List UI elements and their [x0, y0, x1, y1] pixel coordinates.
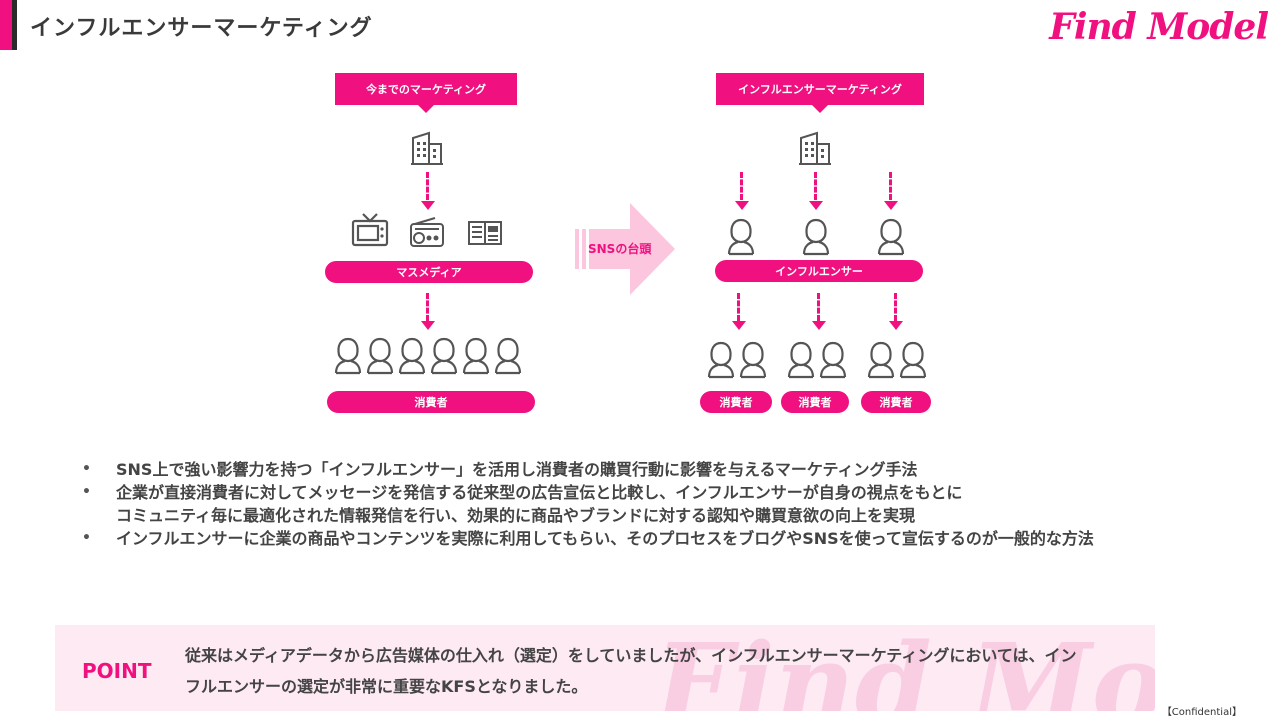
dashed-arrow [817, 293, 820, 321]
person-icon [366, 337, 394, 375]
arrow-tip [732, 321, 746, 330]
bullet-item: SNS上で強い影響力を持つ「インフルエンサー」を活用し消費者の購買行動に影響を与… [80, 458, 1094, 481]
right-consumer-label: 消費者 [879, 396, 913, 409]
title-accent-bar [0, 0, 17, 50]
person-icon [819, 341, 847, 379]
right-heading-box: インフルエンサーマーケティング [716, 73, 924, 113]
point-label: POINT [82, 659, 152, 683]
dashed-arrow [426, 172, 429, 200]
left-consumer-bar: 消費者 [327, 391, 535, 413]
newspaper-icon [468, 221, 502, 245]
arrow-tip [889, 321, 903, 330]
influencer-bar: インフルエンサー [715, 260, 923, 282]
person-icon [867, 341, 895, 379]
bullet-item: 企業が直接消費者に対してメッセージを発信する従来型の広告宣伝と比較し、インフルエ… [80, 481, 1094, 504]
point-text-line: 従来はメディアデータから広告媒体の仕入れ（選定）をしていましたが、インフルエンサ… [185, 646, 1077, 665]
radio-icon [410, 217, 444, 247]
mass-media-bar: マスメディア [325, 261, 533, 283]
arrow-tip [884, 201, 898, 210]
person-icon [707, 341, 735, 379]
person-icon [899, 341, 927, 379]
confidential-label: 【Confidential】 [1161, 707, 1242, 718]
tv-icon [351, 213, 389, 247]
right-consumer-bar: 消費者 [781, 391, 849, 413]
building-icon [799, 131, 831, 165]
mass-media-label: マスメディア [396, 266, 462, 279]
dashed-arrow [889, 172, 892, 200]
dashed-arrow [737, 293, 740, 321]
person-icon [462, 337, 490, 375]
arrow-tip [812, 321, 826, 330]
person-icon [727, 218, 755, 256]
left-consumer-label: 消費者 [414, 396, 448, 409]
dashed-arrow [740, 172, 743, 200]
dashed-arrow [426, 293, 429, 321]
dashed-arrow [814, 172, 817, 200]
point-text-line: フルエンサーの選定が非常に重要なKFSとなりました。 [185, 677, 588, 696]
person-icon [430, 337, 458, 375]
transition-label: SNSの台頭 [588, 242, 652, 256]
point-text: 従来はメディアデータから広告媒体の仕入れ（選定）をしていましたが、インフルエンサ… [185, 640, 1145, 702]
right-consumer-bar: 消費者 [861, 391, 931, 413]
person-icon [398, 337, 426, 375]
person-icon [802, 218, 830, 256]
find-model-logo: Find Model [1049, 6, 1269, 48]
arrow-tip [809, 201, 823, 210]
arrow-tip [735, 201, 749, 210]
point-callout: Find Model POINT 従来はメディアデータから広告媒体の仕入れ（選定… [55, 625, 1155, 711]
person-icon [739, 341, 767, 379]
transition-arrow-icon [575, 203, 675, 295]
bullet-list: SNS上で強い影響力を持つ「インフルエンサー」を活用し消費者の購買行動に影響を与… [80, 458, 1094, 550]
arrow-tip [421, 201, 435, 210]
left-heading-label: 今までのマーケティング [365, 83, 487, 96]
building-icon [411, 131, 443, 165]
person-icon [787, 341, 815, 379]
right-consumer-label: 消費者 [798, 396, 832, 409]
page-title: インフルエンサーマーケティング [30, 16, 373, 41]
right-consumer-bar: 消費者 [700, 391, 772, 413]
person-icon [494, 337, 522, 375]
dashed-arrow [894, 293, 897, 321]
bullet-item: インフルエンサーに企業の商品やコンテンツを実際に利用してもらい、そのプロセスをブ… [80, 527, 1094, 550]
person-icon [877, 218, 905, 256]
influencer-label: インフルエンサー [775, 265, 863, 278]
logo-watermark: Find Model [655, 625, 1155, 711]
bullet-item-continuation: コミュニティ毎に最適化された情報発信を行い、効果的に商品やブランドに対する認知や… [116, 506, 916, 525]
right-heading-label: インフルエンサーマーケティング [738, 83, 902, 96]
person-icon [334, 337, 362, 375]
left-heading-box: 今までのマーケティング [335, 73, 517, 113]
arrow-tip [421, 321, 435, 330]
right-consumer-label: 消費者 [719, 396, 753, 409]
